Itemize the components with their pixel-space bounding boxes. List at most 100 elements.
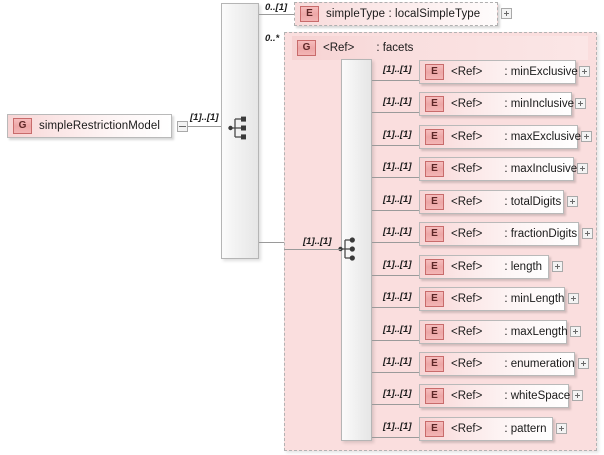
facet-ref-word-3: <Ref> [451,163,483,175]
branch-line-simpletype [259,14,294,15]
facet-node-0[interactable]: E <Ref> : minExclusive [419,60,578,84]
facet-line-6 [372,275,419,276]
facet-badge-icon-9: E [425,356,444,372]
groupref-badge-icon: G [297,40,316,56]
facet-line-10 [372,404,419,405]
facet-expander-icon-11[interactable] [556,423,567,434]
facet-expander-icon-0[interactable] [579,66,590,77]
node-simpletype[interactable]: E simpleType : localSimpleType [294,2,498,26]
node-facets-groupref[interactable]: G <Ref> : facets [292,36,588,60]
facet-node-5[interactable]: E <Ref> : fractionDigits [419,222,579,246]
facet-line-8 [372,340,419,341]
facet-ref-word-6: <Ref> [451,261,483,273]
facet-node-3[interactable]: E <Ref> : maxInclusive [419,157,578,181]
facet-expander-icon-7[interactable] [568,293,579,304]
facet-node-9[interactable]: E <Ref> : enumeration [419,352,575,376]
facet-badge-icon-1: E [425,96,444,112]
facet-line-7 [372,307,419,308]
root-to-compositor-line [188,126,221,127]
facet-ref-word-9: <Ref> [451,358,483,370]
sequence-compositor-icon[interactable] [228,115,254,141]
facet-type-label-4: : totalDigits [504,196,562,208]
facet-node-10[interactable]: E <Ref> : whiteSpace [419,384,571,408]
facet-node-4[interactable]: E <Ref> : totalDigits [419,190,564,214]
facet-line-11 [372,437,419,438]
facet-type-label-7: : minLength [504,293,565,305]
cardinality-facets: 0..* [265,33,280,44]
facet-badge-icon-10: E [425,388,444,404]
facet-type-label-10: : whiteSpace [504,390,571,402]
facet-expander-icon-10[interactable] [572,390,583,401]
facet-cardinality-3: [1]..[1] [383,161,412,172]
facet-line-0 [372,80,419,81]
groupref-type-label: : facets [376,42,414,54]
facet-expander-icon-9[interactable] [578,358,589,369]
facet-cardinality-0: [1]..[1] [383,64,412,75]
root-group-node[interactable]: G simpleRestrictionModel [7,114,172,138]
facet-badge-icon-0: E [425,64,444,80]
facet-cardinality-2: [1]..[1] [383,129,412,140]
facet-node-2[interactable]: E <Ref> : maxExclusive [419,125,582,149]
facets-compositor-cardinality: [1]..[1] [303,236,332,247]
facet-type-label-3: : maxInclusive [504,163,578,175]
facet-node-7[interactable]: E <Ref> : minLength [419,287,565,311]
facet-cardinality-6: [1]..[1] [383,259,412,270]
facet-cardinality-9: [1]..[1] [383,356,412,367]
expander-simpletype-icon[interactable] [501,8,512,19]
facet-type-label-5: : fractionDigits [504,228,578,240]
main-compositor-panel[interactable] [221,3,259,259]
facet-type-label-0: : minExclusive [504,66,578,78]
facet-type-label-9: : enumeration [504,358,575,370]
branch-line-facets [259,242,284,243]
facet-expander-icon-2[interactable] [581,131,592,142]
facet-ref-word-2: <Ref> [451,131,483,143]
node-simpletype-label: simpleType : localSimpleType [326,8,481,20]
facet-expander-icon-3[interactable] [577,163,588,174]
facet-expander-icon-8[interactable] [570,326,581,337]
facet-badge-icon-11: E [425,421,444,437]
facet-cardinality-5: [1]..[1] [383,226,412,237]
facet-expander-icon-6[interactable] [552,261,563,272]
groupref-ref-word: <Ref> [323,42,355,54]
root-collapse-minus-bar2 [179,126,186,127]
facet-line-5 [372,242,419,243]
facet-cardinality-10: [1]..[1] [383,388,412,399]
facet-badge-icon-7: E [425,291,444,307]
facet-line-4 [372,210,419,211]
root-group-label: simpleRestrictionModel [39,120,161,132]
facet-badge-icon-4: E [425,194,444,210]
facet-type-label-6: : length [504,261,543,273]
facet-ref-word-1: <Ref> [451,98,483,110]
facet-type-label-11: : pattern [504,423,547,435]
facet-cardinality-4: [1]..[1] [383,194,412,205]
facet-node-1[interactable]: E <Ref> : minInclusive [419,92,574,116]
facet-node-11[interactable]: E <Ref> : pattern [419,417,553,441]
facet-ref-word-0: <Ref> [451,66,483,78]
facet-expander-icon-1[interactable] [575,98,586,109]
groupref-to-compositor-line [284,249,341,250]
facets-sequence-compositor-icon[interactable] [338,236,364,262]
facet-node-8[interactable]: E <Ref> : maxLength [419,320,568,344]
cardinality-simpletype: 0..[1] [265,2,288,13]
facets-compositor-panel[interactable] [341,59,372,441]
facet-ref-word-8: <Ref> [451,326,483,338]
facet-line-9 [372,372,419,373]
facet-badge-icon-6: E [425,259,444,275]
facet-cardinality-1: [1]..[1] [383,96,412,107]
facet-line-2 [372,145,419,146]
facet-expander-icon-5[interactable] [582,228,593,239]
facet-type-label-1: : minInclusive [504,98,574,110]
facet-cardinality-7: [1]..[1] [383,291,412,302]
facet-ref-word-5: <Ref> [451,228,483,240]
facet-ref-word-4: <Ref> [451,196,483,208]
facet-expander-icon-4[interactable] [567,196,578,207]
group-badge-icon: G [13,118,32,134]
facet-badge-icon-5: E [425,226,444,242]
facet-ref-word-7: <Ref> [451,293,483,305]
facet-badge-icon-2: E [425,129,444,145]
facet-type-label-8: : maxLength [504,326,568,338]
facet-type-label-2: : maxExclusive [504,131,582,143]
facet-cardinality-8: [1]..[1] [383,324,412,335]
facet-node-6[interactable]: E <Ref> : length [419,255,549,279]
